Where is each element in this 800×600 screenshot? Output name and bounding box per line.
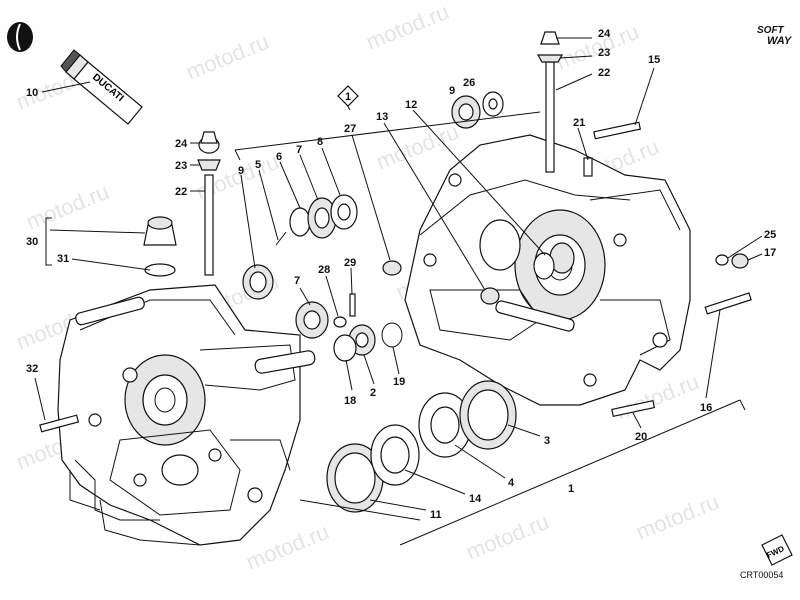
roller-bearing-14 (370, 424, 420, 486)
callout-7-lower: 7 (294, 275, 300, 287)
seal-8 (330, 194, 358, 230)
circlip-5 (275, 231, 287, 246)
callout-18: 18 (344, 395, 356, 407)
bearing-9-left (242, 264, 274, 300)
callout-28: 28 (318, 264, 330, 276)
stud-22-left (197, 131, 221, 276)
callout-19: 19 (393, 376, 405, 388)
logo-mark (7, 22, 33, 52)
callout-9-left: 9 (238, 165, 244, 177)
seal-26 (482, 91, 504, 117)
washer-28 (333, 316, 347, 328)
bearing-6-7 (289, 197, 337, 239)
callout-11: 11 (430, 509, 442, 521)
callout-30: 30 (26, 236, 38, 248)
seal-18 (333, 334, 357, 362)
callout-1-top: 1 (345, 91, 351, 103)
watermark: motod.ru (243, 519, 333, 575)
callout-20: 20 (635, 431, 647, 443)
callout-12: 12 (405, 99, 417, 111)
callout-27: 27 (344, 123, 356, 135)
group-marker-1 (337, 85, 359, 107)
callout-23: 23 (175, 160, 187, 172)
callout-22: 22 (175, 186, 187, 198)
callout-24: 24 (175, 138, 188, 150)
circlip-19 (381, 322, 403, 348)
callout-4: 4 (508, 477, 515, 489)
callouts: 10 24 23 22 30 31 32 1 9 5 6 7 8 27 13 1… (26, 28, 776, 521)
callout-1-bottom: 1 (568, 483, 574, 495)
pin-21 (583, 157, 593, 177)
callout-21: 21 (573, 117, 585, 129)
fwd-arrow: FWD (761, 534, 793, 566)
bracket-30 (45, 217, 52, 266)
bushing-3 (459, 380, 517, 450)
callout-15: 15 (648, 54, 660, 66)
group-bracket-bottom (399, 399, 746, 546)
callout-23-right: 23 (598, 47, 610, 59)
bolt-15 (593, 121, 642, 140)
callout-31: 31 (57, 253, 69, 265)
brand-line1: SOFT (757, 25, 785, 36)
dowel-27 (382, 260, 402, 276)
plug-25-17 (715, 253, 749, 269)
bearing-12 (533, 242, 575, 280)
callout-32: 32 (26, 363, 38, 375)
roller-bearing-4 (418, 392, 472, 458)
leader-lines (34, 37, 763, 521)
bearing-7-lower (295, 301, 329, 339)
dowel-13 (480, 287, 500, 305)
callout-25: 25 (764, 229, 776, 241)
callout-8: 8 (317, 136, 323, 148)
bolt-32 (39, 414, 80, 433)
callout-14: 14 (469, 493, 482, 505)
drawing-code: CRT00054 (740, 570, 783, 580)
callout-3: 3 (544, 435, 550, 447)
callout-22-right: 22 (598, 67, 610, 79)
watermark: motod.ru (23, 179, 113, 235)
callout-17: 17 (764, 247, 776, 259)
callout-10: 10 (26, 87, 38, 99)
callout-5: 5 (255, 159, 261, 171)
callout-7-upper: 7 (296, 144, 302, 156)
stud-22-right (536, 31, 564, 173)
callout-6: 6 (276, 151, 282, 163)
watermark: motod.ru (363, 0, 453, 55)
watermark: motod.ru (183, 29, 273, 85)
brand-logo: SOFT WAY (757, 25, 793, 47)
left-crankcase (57, 284, 316, 546)
bearing-9-right (451, 95, 481, 129)
callout-26: 26 (463, 77, 475, 89)
screw-29 (349, 293, 356, 317)
brand-line2: WAY (767, 35, 793, 47)
pin-20 (611, 399, 656, 417)
breather-30 (143, 216, 177, 277)
bolt-16 (704, 292, 752, 315)
callout-16: 16 (700, 402, 712, 414)
callout-24-right: 24 (598, 28, 611, 40)
callout-29: 29 (344, 257, 356, 269)
callout-9-right: 9 (449, 85, 455, 97)
watermark: motod.ru (633, 489, 723, 545)
callout-13: 13 (376, 111, 388, 123)
callout-2: 2 (370, 387, 376, 399)
watermark: motod.ru (463, 509, 553, 565)
